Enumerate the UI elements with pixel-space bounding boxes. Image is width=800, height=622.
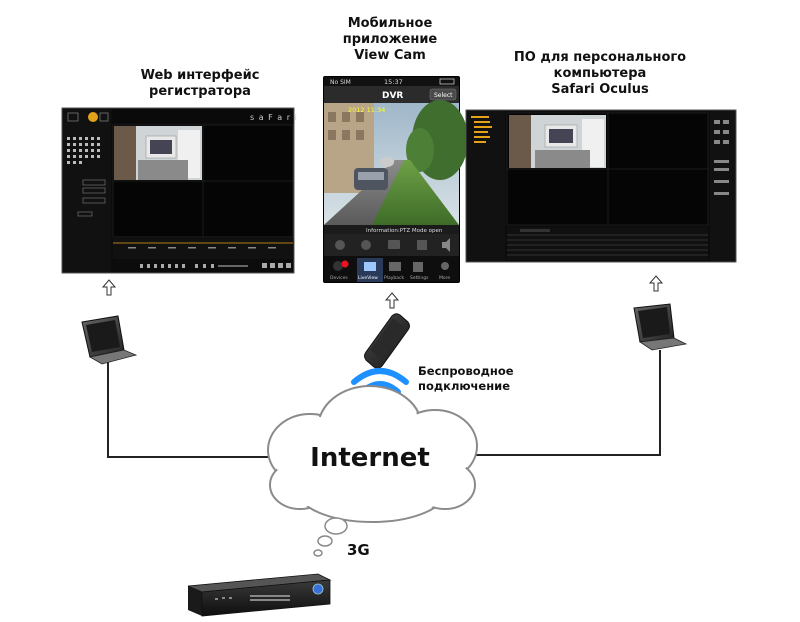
- smartphone-icon: [364, 313, 410, 369]
- tab-more[interactable]: More: [439, 275, 450, 281]
- up-arrow-icon-right: [648, 275, 664, 292]
- select-button[interactable]: [429, 88, 457, 101]
- ptz-status-message: Information:PTZ Mode open: [366, 228, 443, 234]
- dvr-recorder-device: [187, 573, 332, 617]
- layout-icon[interactable]: [417, 240, 427, 250]
- battery-icon: [439, 78, 455, 85]
- tab-playback[interactable]: Playback: [384, 275, 404, 281]
- tab-liveview[interactable]: LiveView: [358, 275, 378, 281]
- pc-software-screenshot: [465, 109, 737, 263]
- dvr-power-icon: [312, 583, 324, 595]
- connection-lines: [107, 350, 661, 458]
- timestamp-overlay: 2012 11:34: [348, 106, 385, 114]
- pc-software-caption: ПО для персонального компьютера Safari O…: [513, 50, 687, 97]
- up-arrow-icon-left: [101, 279, 117, 296]
- carrier-label: No SIM: [330, 79, 351, 86]
- ptz-icon[interactable]: [335, 240, 345, 250]
- right-laptop-icon: [633, 303, 688, 351]
- camera-feed-thumbnail: [114, 126, 202, 180]
- up-arrow-icon-center: [384, 292, 400, 309]
- left-laptop-icon: [81, 315, 138, 365]
- record-icon[interactable]: [361, 240, 371, 250]
- search-icon[interactable]: [88, 112, 98, 122]
- cloud-tail-bubbles: [313, 517, 348, 557]
- mobile-app-caption: Мобильное приложение View Cam: [342, 16, 438, 63]
- internet-label: Internet: [310, 443, 430, 473]
- tab-devices[interactable]: Devices: [330, 275, 348, 281]
- street-camera-view: 2012 11:34: [324, 100, 468, 225]
- mobile-app-screenshot: No SIM 15:37 DVR Select 2012 11:34 Infor…: [323, 76, 468, 283]
- app-title: DVR: [382, 91, 403, 101]
- web-interface-caption: Web интерфейс регистратора: [140, 68, 260, 99]
- mobile-network-label: 3G: [347, 541, 370, 559]
- svg-text:Select: Select: [434, 92, 453, 99]
- phone-tab-labels: Devices LiveView Playback Settings More: [330, 275, 450, 281]
- snapshot-icon[interactable]: [388, 240, 400, 249]
- pc-camera-feed-thumbnail: [509, 115, 606, 168]
- brand-logo: s a F a r i: [250, 113, 298, 122]
- clock-label: 15:37: [384, 78, 403, 86]
- tab-settings[interactable]: Settings: [410, 275, 429, 281]
- web-interface-screenshot: s a F a r i: [61, 107, 298, 274]
- internet-cloud: Internet: [267, 385, 478, 523]
- arrows: [101, 275, 664, 309]
- speaker-icon[interactable]: [442, 238, 450, 252]
- wireless-connection-label: Беспроводное подключение: [418, 364, 514, 393]
